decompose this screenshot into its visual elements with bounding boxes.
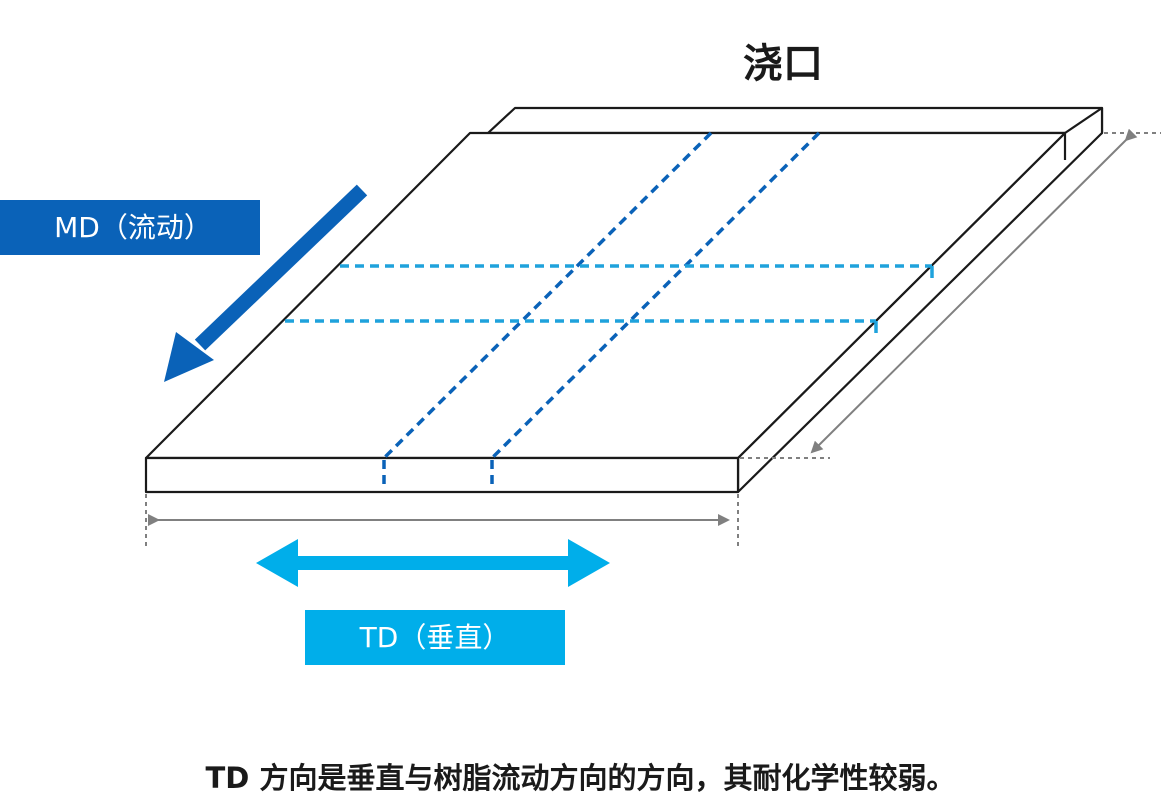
plate (144, 106, 1104, 494)
md-dash-line-1 (382, 131, 713, 460)
width-dimension (145, 494, 739, 550)
td-dashed-lines (285, 264, 932, 323)
td-arrow (256, 539, 610, 587)
td-label: TD（垂直） (305, 610, 565, 665)
md-arrow (164, 184, 368, 382)
caption: TD 方向是垂直与树脂流动方向的方向，其耐化学性较弱。 (205, 761, 956, 795)
plate-front-face (144, 456, 740, 494)
gate-label: 浇口 (743, 41, 823, 87)
md-dashed-lines (382, 131, 821, 484)
depth-dimension-line (810, 128, 1138, 454)
depth-dimension (740, 128, 1161, 459)
md-dash-line-2 (490, 131, 821, 460)
md-label: MD（流动） (0, 200, 260, 255)
